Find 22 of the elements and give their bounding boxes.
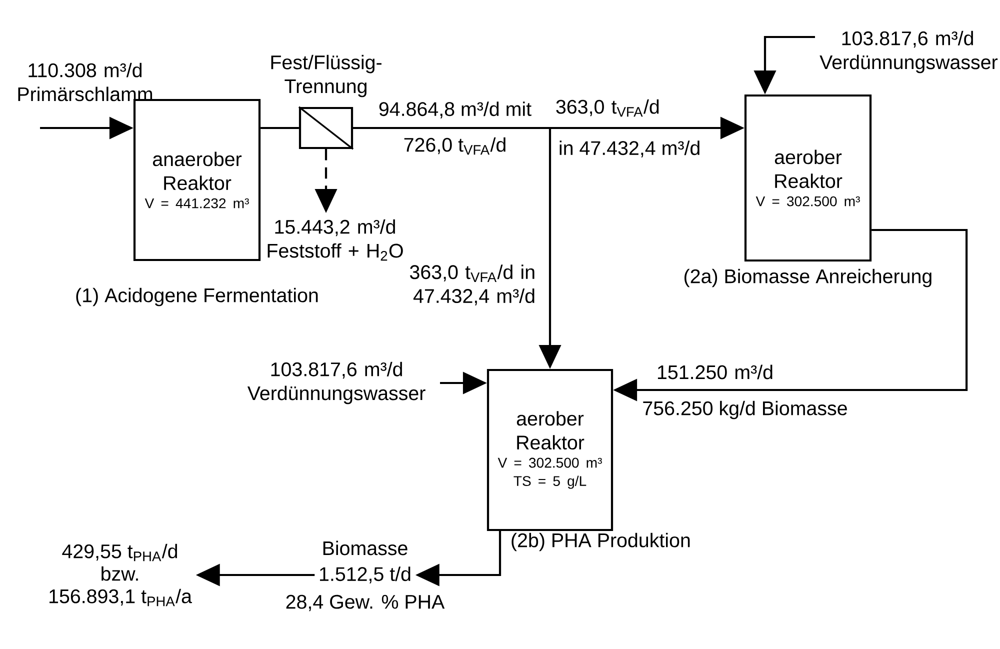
node-label: Biomasse xyxy=(323,540,408,556)
flow-label: 726,0 t$_{VFA}$/d xyxy=(404,137,506,155)
reactor-box: anaerober Reaktor V = 441.232 m³ xyxy=(133,98,261,262)
node-label: (1) Acidogene Fermentation xyxy=(76,288,318,306)
edge-label: 103.817,6 m³/d Verdünnungswasser xyxy=(247,362,426,404)
heading: Fest/Flüssig-Trennung xyxy=(271,54,382,98)
node-label: 28,4 Gew. % PHA xyxy=(286,594,445,612)
flow-text: 1.512,5 t/d xyxy=(320,566,410,584)
flow-label: 756.250 kg/d Biomasse xyxy=(643,400,847,420)
edge-label: 15.443,2 m³/d Feststoff + H$_{2}$O xyxy=(268,219,403,261)
node-label: (2b) PHA Produktion xyxy=(512,532,690,552)
node-label: (2a) Biomasse Anreicherung xyxy=(684,268,932,288)
edge-label: 363,0 t$_{VFA}$/d in 47.432,4 m³/d xyxy=(410,264,534,306)
flow-label: 94.864,8 m³/d mit xyxy=(379,102,532,118)
edge-label: 363,0 t$_{VFA}$/d xyxy=(556,99,659,117)
reactor-box: aerober Reaktor V = 302.500 m³ xyxy=(744,94,872,262)
edge-label: 110.308 m³/d Primärschlamm xyxy=(18,62,152,102)
edge-label: 151.250 m³/d xyxy=(658,364,772,380)
edge-label: 103.817,6 m³/d Verdünnungswasser xyxy=(820,30,998,74)
reactor-box: aerober Reaktor V = 302.500 m³ TS = 5 g/L xyxy=(486,368,614,532)
flow-label: in 47.432,4 m³/d xyxy=(560,140,700,158)
flow-text: 429,55 t$_{PHA}$/d bzw. 156.893,1 t$_{PHA}$/a xyxy=(50,544,192,606)
